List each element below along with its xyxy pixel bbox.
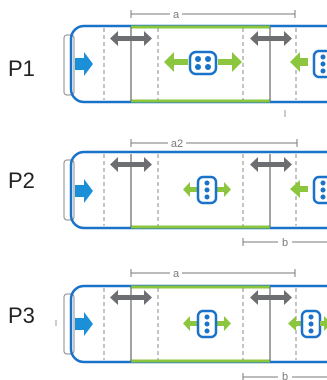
door-double-arrow-icon-p2-left xyxy=(110,157,152,172)
passenger-group-icon-p3-edge xyxy=(288,309,327,339)
wheelchair-space-arrow-icon-p3 xyxy=(183,316,231,331)
door-double-arrow-icon-p1-left xyxy=(110,31,152,46)
passenger-group-icon-p1 xyxy=(188,50,218,76)
dimension-label-top-p2: a2 xyxy=(171,138,183,150)
panel-p1: a xyxy=(63,9,327,117)
panel-p2: a2 xyxy=(63,138,327,249)
front-entry-arrow-icon xyxy=(75,52,93,76)
panel-p3: a xyxy=(55,268,327,380)
passenger-group-icon-p2-edge xyxy=(290,175,327,205)
dimension-a-p3: a xyxy=(130,268,296,280)
dimension-a2-p2: a2 xyxy=(130,138,298,150)
door-double-arrow-icon-p1-right xyxy=(250,31,292,46)
panel-label-p2: P2 xyxy=(8,168,35,193)
passenger-group-icon-p2 xyxy=(196,175,218,205)
dimension-label-top-p3: a xyxy=(173,268,180,280)
front-entry-arrow-icon-p2 xyxy=(75,179,93,203)
door-double-arrow-icon-p3-left xyxy=(110,290,152,305)
panel-label-p3: P3 xyxy=(8,303,35,328)
rear-bumper-p3 xyxy=(63,293,75,355)
rear-bumper-p2 xyxy=(63,159,75,221)
rear-bumper-p1 xyxy=(63,34,75,96)
dimension-label-bottom-p2: b xyxy=(282,237,288,249)
panel-label-p1: P1 xyxy=(8,56,35,81)
wheelchair-space-arrow-icon-p2 xyxy=(183,182,231,197)
dimension-label-bottom-p3: b xyxy=(282,371,288,380)
door-double-arrow-icon-p2-right xyxy=(250,157,292,172)
passenger-group-icon-p3 xyxy=(196,309,218,339)
front-entry-arrow-icon-p3 xyxy=(75,312,93,336)
passenger-group-icon-p1-edge xyxy=(290,49,327,79)
dimension-b-p2: b xyxy=(242,237,327,249)
door-double-arrow-icon-p3-right xyxy=(250,290,292,305)
dimension-a-p1: a xyxy=(130,9,296,21)
wheelchair-space-arrow-icon-p1 xyxy=(164,52,242,72)
dimension-b-p3: b xyxy=(242,371,327,380)
dimension-label-top-p1: a xyxy=(173,9,180,21)
